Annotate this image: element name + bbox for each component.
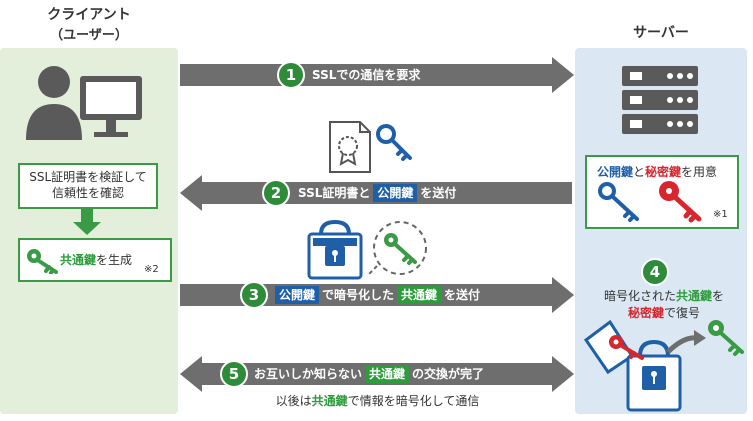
step4-label: 暗号化された共通鍵を 秘密鍵で復号 <box>585 288 743 322</box>
verify-line1: SSL証明書を検証して <box>29 170 147 184</box>
step4-line2-b: で復号 <box>664 306 701 320</box>
step3-common-key-tag: 共通鍵 <box>397 286 442 304</box>
step4-line1-a: 暗号化された <box>603 289 676 303</box>
step5-text-a: お互いしか知らない <box>254 367 363 381</box>
step4-number: 4 <box>641 258 669 286</box>
step1-arrow <box>180 64 552 86</box>
certificate-key-icon <box>329 121 412 173</box>
server-title: サーバー <box>633 25 689 41</box>
prepare-private-key: 秘密鍵 <box>645 165 682 179</box>
step2-label: SSL証明書と公開鍵を送付 <box>298 182 456 204</box>
step3-text-a: で暗号化した <box>322 288 395 302</box>
generate-key: 共通鍵 <box>60 253 97 267</box>
footer-text: 以後は共通鍵で情報を暗号化して通信 <box>180 392 575 409</box>
generate-label: 共通鍵を生成 <box>60 251 132 268</box>
client-title: クライアント （ユーザー） <box>0 4 178 43</box>
step3-number: 3 <box>240 281 268 309</box>
step3-public-key-tag: 公開鍵 <box>275 286 320 304</box>
step5-common-key-tag: 共通鍵 <box>365 365 410 383</box>
private-key-icon <box>659 181 702 223</box>
prepare-text: を用意 <box>681 165 718 179</box>
generate-note: ※2 <box>144 264 159 275</box>
client-verify-box: SSL証明書を検証して 信頼性を確認 <box>18 163 158 209</box>
step3-label: 公開鍵で暗号化した共通鍵を送付 <box>272 284 480 306</box>
step5-arrow-head-right <box>552 356 574 392</box>
step1-label: SSLでの通信を要求 <box>312 68 421 82</box>
step3-text-b: を送付 <box>444 288 481 302</box>
server-icon <box>622 66 698 134</box>
step1-arrow-head <box>552 57 574 93</box>
footer-text-a: 以後は <box>275 394 312 408</box>
public-key-icon <box>598 182 639 222</box>
down-arrow-icon <box>73 208 101 235</box>
client-title-line1: クライアント <box>47 7 131 23</box>
step2-public-key-tag: 公開鍵 <box>373 184 418 202</box>
step2-number: 2 <box>262 179 290 207</box>
step4-line1-key: 共通鍵 <box>675 289 712 303</box>
step2-arrow-head <box>180 175 202 211</box>
server-prepare-box: 公開鍵と秘密鍵を用意 ※1 <box>585 155 739 229</box>
step4-line1-b: を <box>712 289 725 303</box>
step2-text-a: SSL証明書と <box>298 186 371 200</box>
decrypt-illustration-icon <box>583 319 744 412</box>
prepare-mid: と <box>633 165 646 179</box>
footer-text-b: で情報を暗号化して通信 <box>347 394 480 408</box>
client-generate-box: 共通鍵を生成 ※2 <box>18 238 172 282</box>
step5-arrow-head-left <box>180 356 202 392</box>
prepare-label: 公開鍵と秘密鍵を用意 <box>597 163 717 180</box>
prepare-note: ※1 <box>713 209 728 220</box>
step3-arrow <box>180 284 552 306</box>
step5-label: お互いしか知らない共通鍵の交換が完了 <box>254 363 484 385</box>
generate-text: を生成 <box>96 253 133 267</box>
step2-text-b: を送付 <box>420 186 457 200</box>
client-title-line2: （ユーザー） <box>50 28 128 43</box>
step1-number: 1 <box>277 61 305 89</box>
lock-common-key-icon <box>307 220 427 280</box>
step4-line2-key: 秘密鍵 <box>627 306 664 320</box>
common-key-icon <box>27 249 58 274</box>
step5-number: 5 <box>220 360 248 388</box>
footer-key: 共通鍵 <box>311 394 348 408</box>
step3-arrow-head <box>552 277 574 313</box>
verify-line2: 信頼性を確認 <box>51 186 124 200</box>
user-computer-icon <box>26 66 142 140</box>
prepare-public-key: 公開鍵 <box>597 165 634 179</box>
step5-text-b: の交換が完了 <box>412 367 485 381</box>
